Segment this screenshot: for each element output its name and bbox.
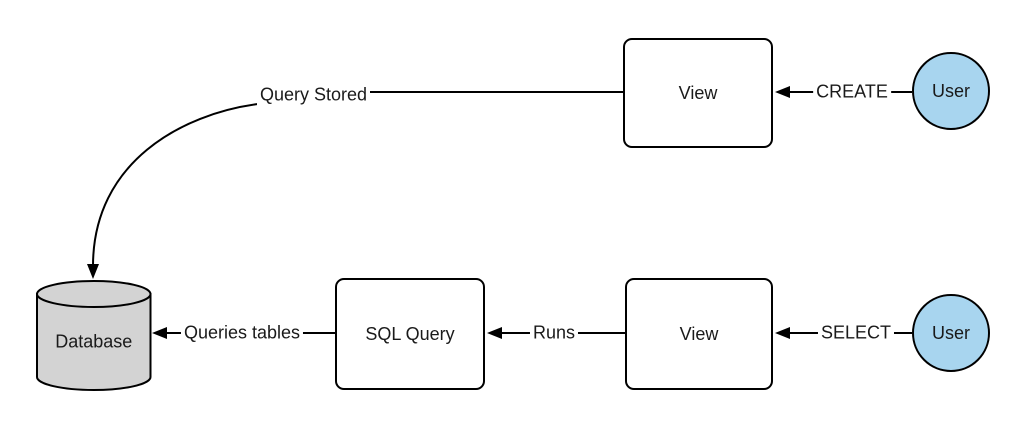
node-database-label: Database <box>55 331 133 352</box>
edge-label-create: CREATE <box>813 81 891 103</box>
node-view-top: View <box>623 38 773 148</box>
database-cylinder-body <box>36 293 152 391</box>
edge-label-select: SELECT <box>817 322 895 344</box>
database-cylinder-top <box>36 280 152 308</box>
edge-create-arrowhead-icon <box>775 86 790 98</box>
edge-label-query-stored: Query Stored <box>257 84 371 106</box>
node-view-bottom-label: View <box>679 323 719 344</box>
node-sql-query-label: SQL Query <box>365 323 455 344</box>
node-view-bottom: View <box>625 278 773 390</box>
edge-query-stored-curve <box>92 103 259 267</box>
edge-query-stored-arrowhead-icon <box>87 264 99 279</box>
node-view-top-label: View <box>678 82 718 103</box>
edge-label-runs: Runs <box>529 322 579 344</box>
node-user-top: User <box>912 52 990 130</box>
node-user-top-label: User <box>931 80 970 101</box>
database-cylinder-icon <box>36 280 152 391</box>
edge-runs-arrowhead-icon <box>487 327 502 339</box>
edge-label-queries-tables: Queries tables <box>180 322 304 344</box>
edge-queries-tables-arrowhead-icon <box>152 327 167 339</box>
node-user-bottom: User <box>912 294 990 372</box>
node-user-bottom-label: User <box>931 322 970 343</box>
node-sql-query: SQL Query <box>335 278 485 390</box>
edge-select-arrowhead-icon <box>775 327 790 339</box>
